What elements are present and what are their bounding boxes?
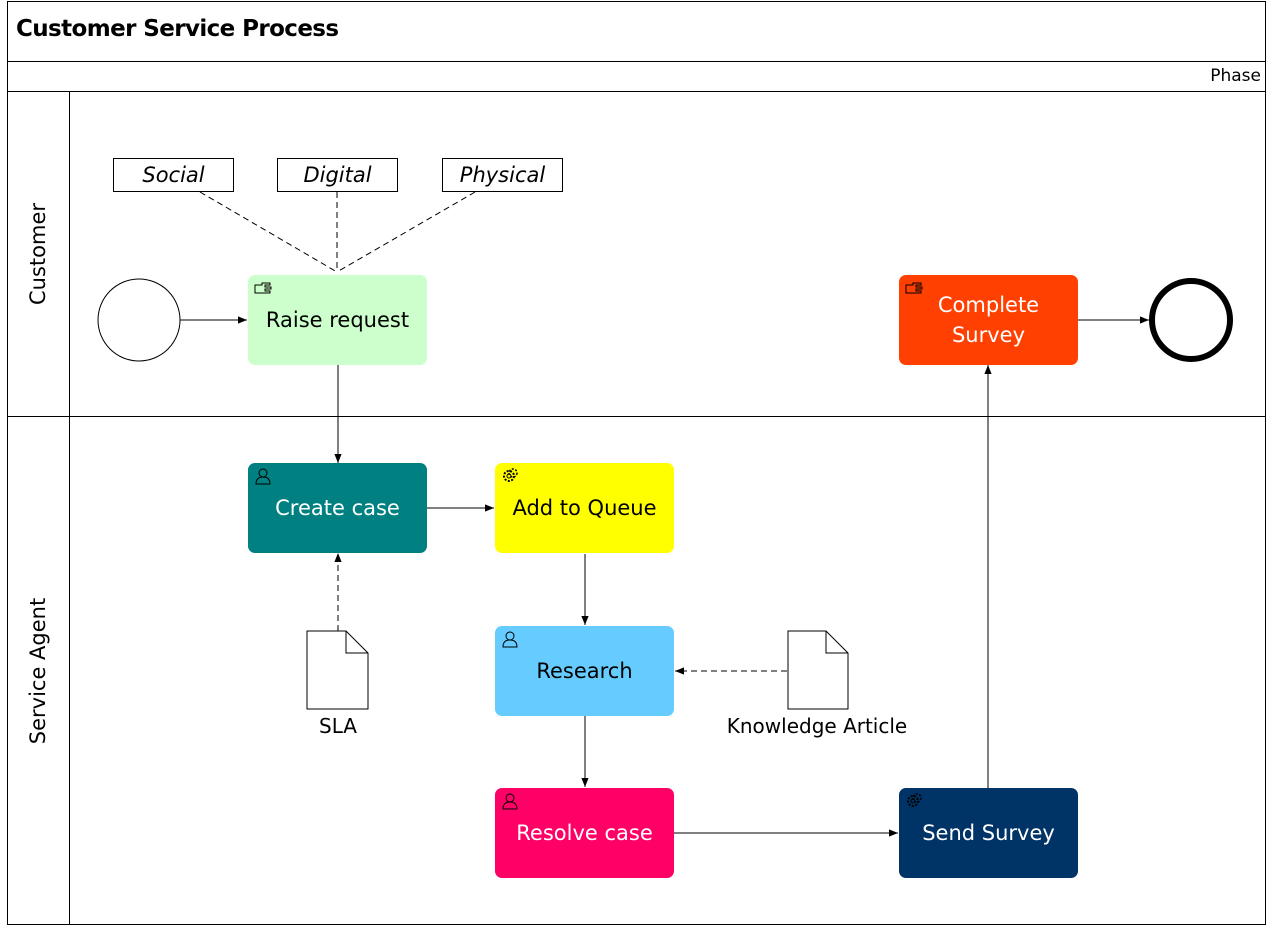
user-task-icon bbox=[502, 631, 518, 648]
start-event[interactable] bbox=[97, 278, 181, 362]
task-add-to-queue[interactable]: Add to Queue bbox=[495, 463, 674, 553]
end-event[interactable] bbox=[1149, 278, 1233, 362]
user-task-icon bbox=[502, 793, 518, 810]
task-raise-request[interactable]: Raise request bbox=[248, 275, 427, 365]
service-task-icon bbox=[503, 468, 518, 482]
channel-digital[interactable]: Digital bbox=[277, 158, 398, 192]
channel-social[interactable]: Social bbox=[113, 158, 234, 192]
lane-header-customer: Customer bbox=[8, 92, 70, 416]
task-label: Add to Queue bbox=[512, 496, 657, 520]
service-task-icon bbox=[907, 793, 922, 807]
knowledge-article-label: Knowledge Article bbox=[726, 714, 908, 738]
task-research[interactable]: Research bbox=[495, 626, 674, 716]
association-social bbox=[199, 191, 338, 273]
task-complete-survey[interactable]: Complete Survey bbox=[899, 275, 1078, 365]
task-label: Resolve case bbox=[516, 821, 653, 845]
task-label: Research bbox=[536, 659, 633, 683]
sla-document-icon[interactable] bbox=[306, 630, 369, 710]
association-physical bbox=[336, 191, 476, 273]
task-create-case[interactable]: Create case bbox=[248, 463, 427, 553]
task-label: Raise request bbox=[265, 308, 410, 332]
phase-label: Phase bbox=[1210, 66, 1261, 86]
task-label: Create case bbox=[275, 496, 400, 520]
channel-physical[interactable]: Physical bbox=[442, 158, 563, 192]
page-title: Customer Service Process bbox=[16, 16, 339, 42]
lane-service-agent: Service Agent bbox=[7, 416, 1266, 925]
task-resolve-case[interactable]: Resolve case bbox=[495, 788, 674, 878]
user-task-icon bbox=[255, 468, 271, 485]
manual-task-icon bbox=[254, 282, 272, 294]
knowledge-article-document-icon[interactable] bbox=[787, 630, 849, 710]
lane-header-service-agent: Service Agent bbox=[8, 417, 70, 924]
task-label: Complete Survey bbox=[937, 293, 1040, 347]
task-send-survey[interactable]: Send Survey bbox=[899, 788, 1078, 878]
sla-label: SLA bbox=[319, 714, 357, 738]
task-label: Send Survey bbox=[922, 821, 1055, 845]
manual-task-icon bbox=[905, 282, 923, 294]
